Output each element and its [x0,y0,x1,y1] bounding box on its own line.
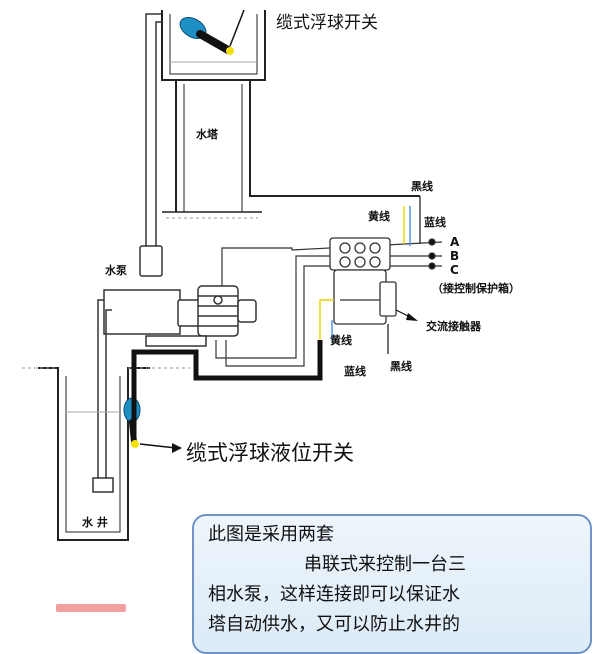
yellow-wire-top-label: 黄线 [368,209,390,223]
black-wire-bottom-label: 黑线 [390,359,412,373]
note-line-2: 串联式来控制一台三 [304,554,466,575]
tower-label: 水塔 [196,127,219,141]
riser-pipe [145,13,162,260]
phase-a-label: A [450,235,460,249]
note-line-3: 相水泵，这样连接即可以保证水 [208,584,460,605]
phase-b-label: B [450,249,459,263]
well-label: 水 井 [82,515,108,529]
float-top-label: 缆式浮球开关 [276,13,378,33]
water-tower [161,10,420,219]
control-box-label: （接控制保护箱） [432,281,520,295]
float-cable [131,340,323,440]
pump-label: 水泵 [105,263,127,277]
pump [103,245,257,347]
blue-wire-bottom-label: 蓝线 [344,364,366,378]
wiring-diagram: 水塔 缆式浮球开关 水泵 水 [22,9,520,541]
diagram-stage: 水塔 缆式浮球开关 水泵 水 [22,9,592,654]
float-switch-top [179,9,245,55]
suction-pipe [92,299,114,493]
blue-wire-top-label: 蓝线 [424,215,446,229]
black-wire-top-label: 黑线 [411,179,433,193]
float-well-label: 缆式浮球液位开关 [186,441,354,465]
phase-c-label: C [450,263,459,277]
yellow-wire-bottom-label: 黄线 [330,333,352,347]
red-mark [56,604,126,612]
ac-contactor [329,237,436,325]
well-signal-wires [319,299,389,354]
tower-signal-wires [403,196,421,246]
contactor-label: 交流接触器 [426,319,482,333]
note-line-4: 塔自动供水，又可以防止水井的 [208,614,460,635]
note-line-1: 此图是采用两套 [208,524,334,545]
explanation-note: 此图是采用两套 串联式来控制一台三 相水泵，这样连接即可以保证水 塔自动供水，又… [192,514,592,654]
